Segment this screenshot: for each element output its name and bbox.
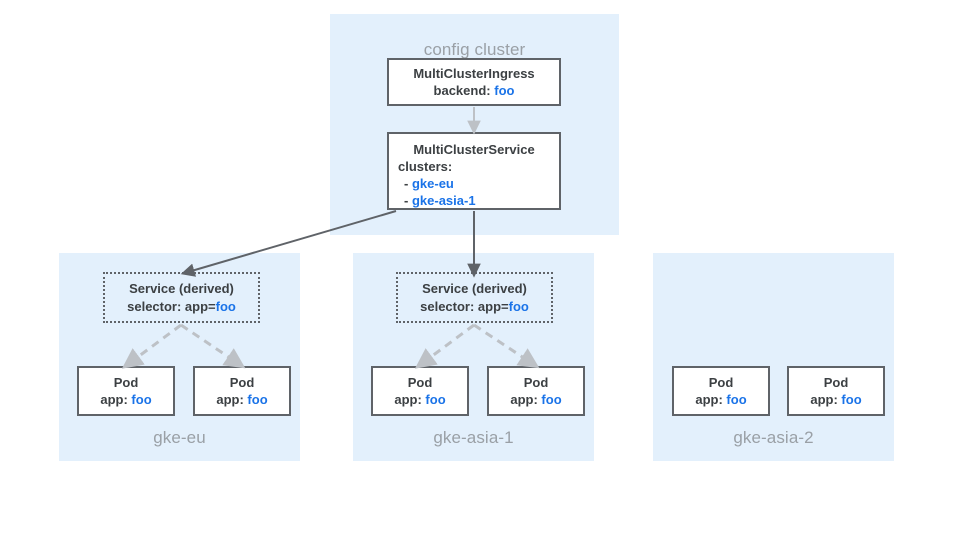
pod-app-label: app:: [394, 392, 422, 407]
pod-box[interactable]: Pod app: foo: [371, 366, 469, 416]
pod-kind-label: Pod: [823, 375, 849, 390]
mci-kind-label: MultiClusterIngress: [413, 66, 535, 81]
pod-box[interactable]: Pod app: foo: [77, 366, 175, 416]
service-selector-value: foo: [215, 298, 236, 314]
service-selector-label: selector: app=: [127, 298, 216, 314]
service-selector-label: selector: app=: [420, 298, 509, 314]
panel-gke-asia-2: gke-asia-2: [653, 253, 894, 461]
pod-box[interactable]: Pod app: foo: [193, 366, 291, 416]
pod-app-label: app:: [216, 392, 244, 407]
pod-kind-label: Pod: [229, 375, 255, 390]
pod-box[interactable]: Pod app: foo: [787, 366, 885, 416]
pod-kind-label: Pod: [523, 375, 549, 390]
panel-title-gke-asia-1: gke-asia-1: [433, 428, 514, 447]
pod-app-line: app: foo: [674, 391, 768, 408]
mcs-clusters-label: clusters:: [398, 159, 453, 174]
panel-title-gke-asia-2: gke-asia-2: [733, 428, 814, 447]
pod-app-value: foo: [726, 392, 747, 407]
pod-box[interactable]: Pod app: foo: [487, 366, 585, 416]
panel-title-gke-eu: gke-eu: [153, 428, 206, 447]
pod-app-label: app:: [510, 392, 538, 407]
pod-app-value: foo: [425, 392, 446, 407]
pod-box[interactable]: Pod app: foo: [672, 366, 770, 416]
service-derived-box-gke-asia-1[interactable]: Service (derived) selector: app=foo: [396, 272, 553, 323]
mcs-cluster-value: gke-eu: [411, 176, 454, 191]
pod-app-line: app: foo: [195, 391, 289, 408]
mcs-cluster-bullet: -: [404, 193, 409, 208]
multiclusterservice-box[interactable]: MultiClusterService clusters: - gke-eu -…: [387, 132, 561, 210]
service-selector-value: foo: [508, 298, 529, 314]
service-selector-line: selector: app=foo: [105, 298, 258, 316]
service-kind-label: Service (derived): [129, 280, 234, 296]
mci-backend-value: foo: [494, 83, 515, 98]
service-derived-box-gke-eu[interactable]: Service (derived) selector: app=foo: [103, 272, 260, 323]
pod-kind-label: Pod: [708, 375, 734, 390]
mcs-cluster-item: - gke-eu: [389, 175, 559, 192]
multiclusteringress-box[interactable]: MultiClusterIngress backend: foo: [387, 58, 561, 106]
service-selector-line: selector: app=foo: [398, 298, 551, 316]
pod-app-label: app:: [695, 392, 723, 407]
pod-kind-label: Pod: [113, 375, 139, 390]
mcs-cluster-value: gke-asia-1: [411, 193, 476, 208]
pod-app-line: app: foo: [79, 391, 173, 408]
panel-title-config-cluster: config cluster: [423, 40, 526, 59]
pod-app-line: app: foo: [789, 391, 883, 408]
pod-app-value: foo: [247, 392, 268, 407]
mcs-kind-label: MultiClusterService: [413, 142, 535, 157]
pod-app-line: app: foo: [373, 391, 467, 408]
pod-app-line: app: foo: [489, 391, 583, 408]
mcs-cluster-bullet: -: [404, 176, 409, 191]
mci-backend-line: backend: foo: [389, 82, 559, 99]
pod-app-label: app:: [810, 392, 838, 407]
pod-app-value: foo: [541, 392, 562, 407]
pod-app-label: app:: [100, 392, 128, 407]
service-kind-label: Service (derived): [422, 280, 527, 296]
pod-app-value: foo: [841, 392, 862, 407]
mci-backend-label: backend:: [433, 83, 491, 98]
pod-kind-label: Pod: [407, 375, 433, 390]
panel-gke-asia-1: gke-asia-1: [353, 253, 594, 461]
mcs-cluster-item: - gke-asia-1: [389, 192, 559, 209]
pod-app-value: foo: [131, 392, 152, 407]
